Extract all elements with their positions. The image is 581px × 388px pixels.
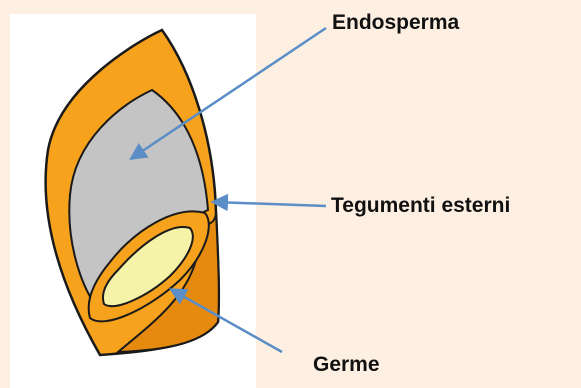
arrow-seed-coat [214, 202, 326, 206]
label-endosperm: Endosperma [332, 12, 459, 33]
label-germ: Germe [313, 354, 380, 375]
label-seed-coat: Tegumenti esterni [331, 195, 510, 216]
